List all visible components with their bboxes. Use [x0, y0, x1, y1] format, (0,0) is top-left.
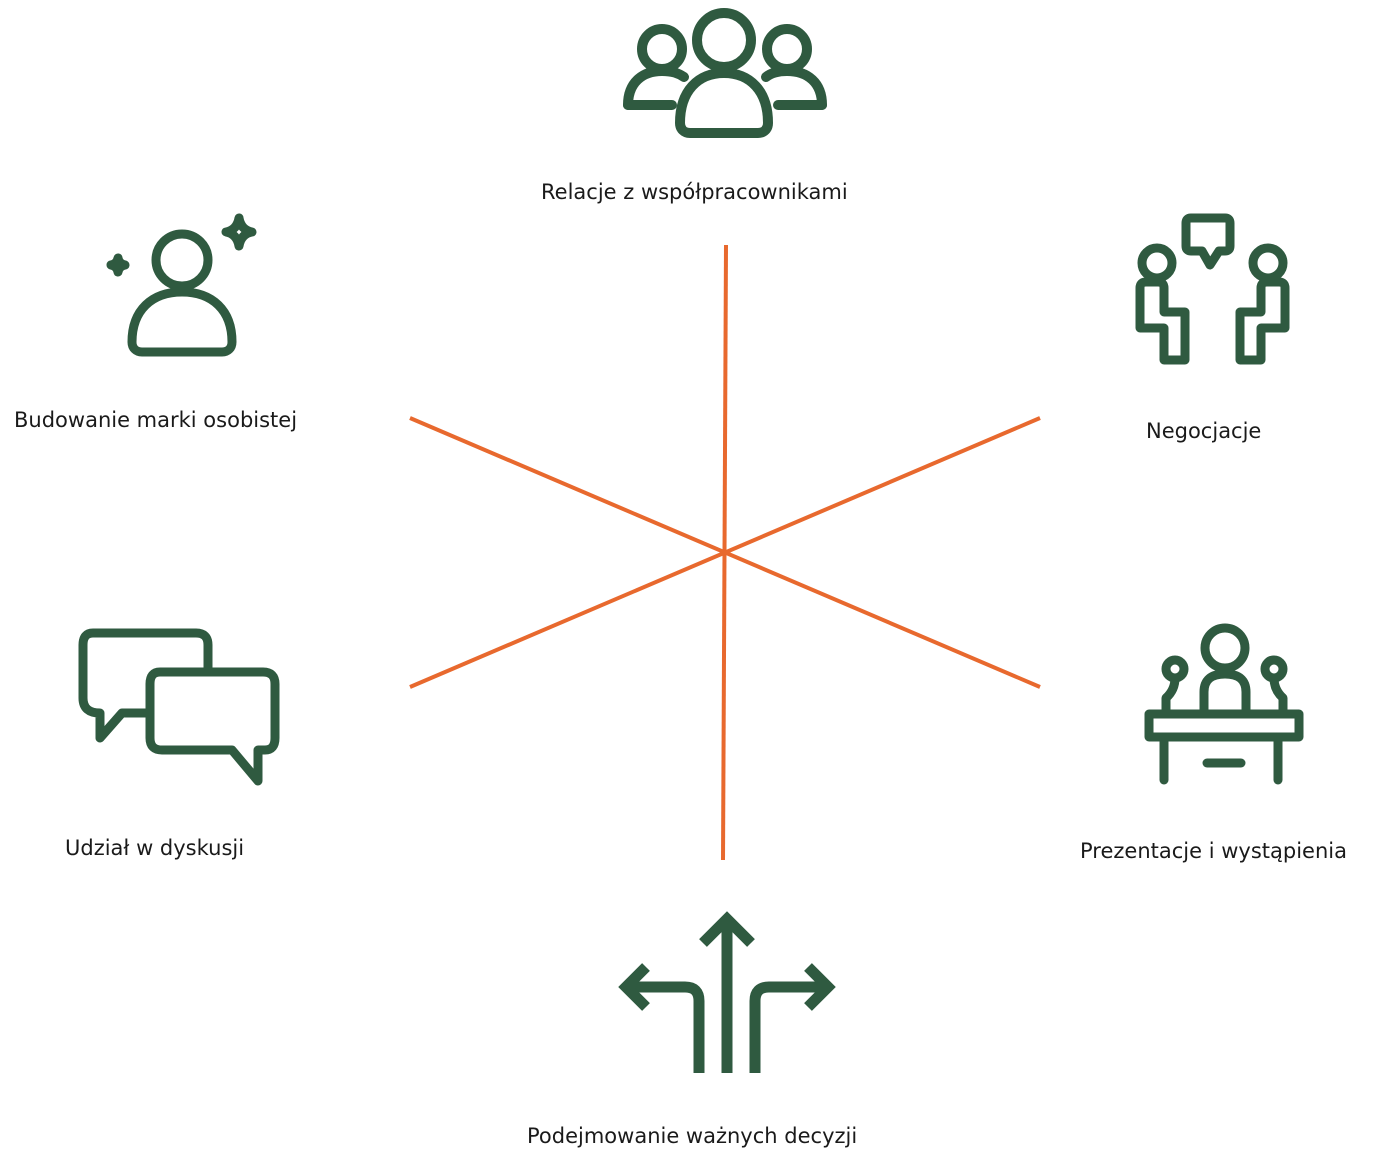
chat-bubbles-icon — [78, 628, 283, 793]
label-decisions: Podejmowanie ważnych decyzji — [527, 1124, 858, 1148]
label-negotiation: Negocjacje — [1146, 419, 1262, 443]
negotiation-icon — [1130, 210, 1295, 370]
group-people-icon — [620, 5, 830, 140]
label-discussion: Udział w dyskusji — [65, 836, 245, 860]
label-presentation: Prezentacje i wystąpienia — [1080, 839, 1347, 863]
branching-arrows-icon — [612, 905, 842, 1075]
spoke-diagonal-up — [409, 416, 1041, 689]
label-branding: Budowanie marki osobistej — [14, 408, 298, 432]
label-colleagues: Relacje z współpracownikami — [541, 180, 848, 204]
person-sparkle-icon — [100, 212, 265, 362]
presentation-desk-icon — [1140, 622, 1310, 787]
